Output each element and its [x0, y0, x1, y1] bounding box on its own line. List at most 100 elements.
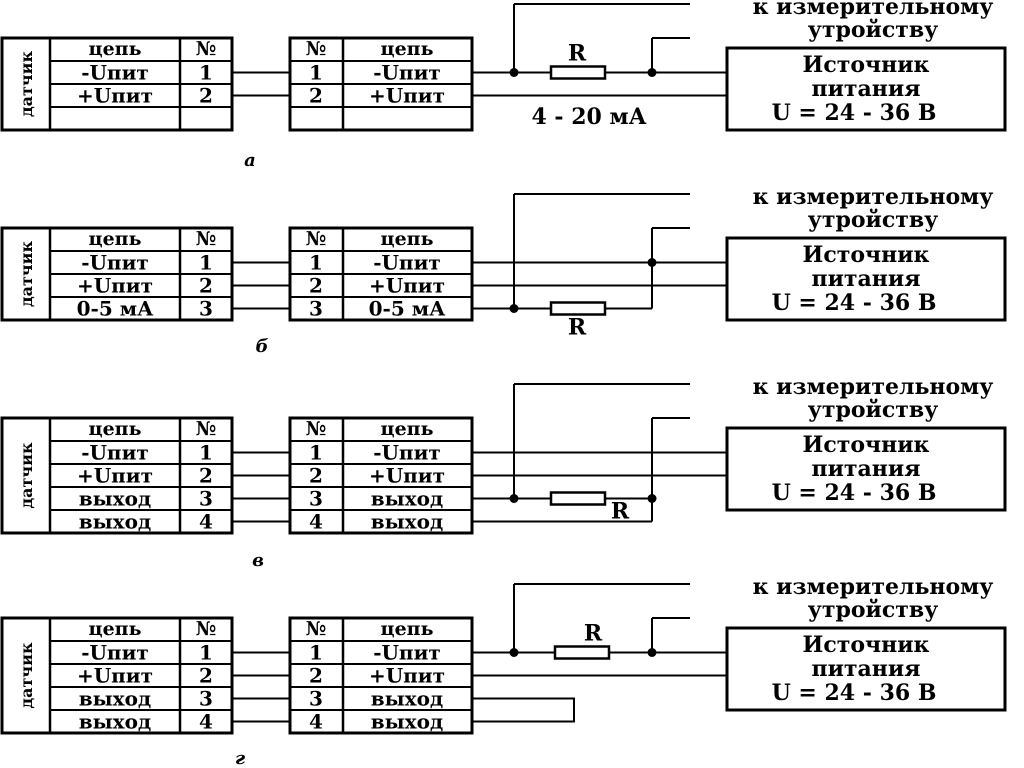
- column-header-number: №: [306, 38, 327, 60]
- column-header-number: №: [196, 228, 217, 250]
- terminal-circuit-cell: +Uпит: [369, 84, 445, 108]
- resistor-label: R: [611, 499, 630, 525]
- sensor-label: датчик: [17, 442, 36, 509]
- power-source-box: [725, 46, 1007, 132]
- terminal-circuit-cell: -Uпит: [373, 61, 441, 85]
- terminal-number-cell: 1: [309, 61, 323, 85]
- diagram-label: б: [256, 336, 269, 357]
- sensor-number-cell: 2: [199, 84, 213, 108]
- diagram-label: г: [235, 748, 245, 768]
- resistor: [549, 301, 607, 316]
- sensor-label: датчик: [17, 51, 36, 118]
- resistor-label: R: [584, 621, 603, 647]
- junction-dot: [647, 258, 657, 267]
- power-source-title: Источник: [803, 242, 930, 268]
- sensor-number-cell: 1: [199, 61, 213, 85]
- terminal-number-cell: 3: [309, 687, 323, 711]
- terminal-circuit-cell: -Uпит: [373, 251, 441, 275]
- power-source-box: [725, 426, 1007, 512]
- sensor-number-cell: 1: [199, 641, 213, 665]
- sensor-label: датчик: [17, 642, 36, 709]
- junction-dot: [647, 68, 657, 77]
- terminal-number-cell: 3: [309, 487, 323, 511]
- sensor-circuit-cell: +Uпит: [77, 664, 153, 688]
- terminal-number-cell: 2: [309, 274, 323, 298]
- measuring-device-label: к измерительному: [753, 374, 994, 400]
- power-source-box: [725, 626, 1007, 712]
- resistor-label: R: [568, 315, 587, 341]
- power-source-subtitle: питания: [812, 656, 921, 682]
- measuring-device-label: утройству: [808, 17, 939, 43]
- terminal-circuit-cell: -Uпит: [373, 641, 441, 665]
- sensor-circuit-cell: выход: [79, 510, 152, 534]
- sensor-number-cell: 3: [199, 687, 213, 711]
- sensor-number-cell: 2: [199, 274, 213, 298]
- terminal-number-cell: 3: [309, 297, 323, 321]
- power-source-title: Источник: [803, 432, 930, 458]
- power-source-title: Источник: [803, 632, 930, 658]
- sensor-circuit-cell: +Uпит: [77, 464, 153, 488]
- column-header-circuit: цепь: [381, 618, 434, 640]
- measuring-device-label: утройству: [808, 207, 939, 233]
- sensor-number-cell: 1: [199, 441, 213, 465]
- junction-dot: [509, 494, 519, 503]
- terminal-number-cell: 2: [309, 664, 323, 688]
- terminal-circuit-cell: выход: [371, 510, 444, 534]
- resistor: [549, 491, 607, 506]
- power-source-title: Источник: [803, 52, 930, 78]
- column-header-number: №: [306, 228, 327, 250]
- sensor-number-cell: 4: [199, 510, 213, 534]
- column-header-circuit: цепь: [381, 38, 434, 60]
- column-header-number: №: [196, 38, 217, 60]
- measuring-device-label: утройству: [808, 597, 939, 623]
- sensor-circuit-cell: +Uпит: [77, 84, 153, 108]
- terminal-circuit-cell: +Uпит: [369, 664, 445, 688]
- measuring-device-label: к измерительному: [753, 574, 994, 600]
- terminal-number-cell: 4: [309, 510, 323, 534]
- terminal-number-cell: 4: [309, 710, 323, 734]
- sensor-number-cell: 2: [199, 464, 213, 488]
- power-source-voltage: U = 24 - 36 В: [772, 100, 937, 126]
- power-source-box: [725, 236, 1007, 322]
- terminal-circuit-cell: выход: [371, 487, 444, 511]
- terminal-number-cell: 1: [309, 441, 323, 465]
- measuring-device-label: к измерительному: [753, 0, 994, 20]
- column-header-circuit: цепь: [89, 618, 142, 640]
- junction-dot: [647, 648, 657, 657]
- measuring-device-label: утройству: [808, 397, 939, 423]
- power-source-subtitle: питания: [812, 456, 921, 482]
- sensor-number-cell: 1: [199, 251, 213, 275]
- column-header-circuit: цепь: [381, 228, 434, 250]
- power-source-voltage: U = 24 - 36 В: [772, 290, 937, 316]
- power-source-voltage: U = 24 - 36 В: [772, 680, 937, 706]
- measuring-device-label: к измерительному: [753, 184, 994, 210]
- junction-dot: [647, 494, 657, 503]
- resistor-label: R: [568, 41, 587, 67]
- terminal-number-cell: 1: [309, 251, 323, 275]
- power-source-subtitle: питания: [812, 266, 921, 292]
- output-jumper: [472, 697, 575, 723]
- resistor: [549, 65, 607, 80]
- sensor-number-cell: 3: [199, 297, 213, 321]
- power-source-subtitle: питания: [812, 76, 921, 102]
- column-header-number: №: [306, 418, 327, 440]
- column-header-circuit: цепь: [89, 418, 142, 440]
- current-range-label: 4 - 20 мА: [531, 104, 646, 130]
- sensor-number-cell: 3: [199, 487, 213, 511]
- column-header-circuit: цепь: [89, 38, 142, 60]
- junction-dot: [509, 304, 519, 313]
- sensor-circuit-cell: -Uпит: [81, 441, 149, 465]
- sensor-circuit-cell: выход: [79, 687, 152, 711]
- sensor-circuit-cell: -Uпит: [81, 61, 149, 85]
- terminal-circuit-cell: выход: [371, 687, 444, 711]
- column-header-circuit: цепь: [89, 228, 142, 250]
- sensor-circuit-cell: -Uпит: [81, 641, 149, 665]
- sensor-circuit-cell: выход: [79, 487, 152, 511]
- terminal-number-cell: 2: [309, 464, 323, 488]
- junction-dot: [509, 648, 519, 657]
- column-header-number: №: [306, 618, 327, 640]
